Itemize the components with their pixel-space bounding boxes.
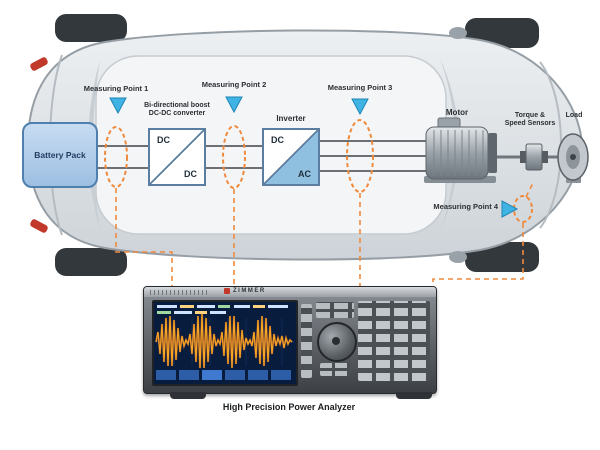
inverter-title: Inverter bbox=[276, 114, 306, 123]
dcdc-converter-box: DC DC bbox=[148, 128, 206, 186]
torque-speed-sensors-label: Torque & Speed Sensors bbox=[498, 112, 562, 128]
measuring-ellipse-4 bbox=[513, 195, 533, 223]
analyzer-foot-right bbox=[396, 392, 432, 399]
dcdc-converter-title: Bi-directional boost DC-DC converter bbox=[122, 102, 232, 118]
taillight-top bbox=[30, 57, 48, 71]
analyzer-screen bbox=[152, 300, 298, 386]
analyzer-keypad bbox=[358, 301, 430, 381]
screen-graphics bbox=[154, 302, 296, 384]
screen-menu-bar bbox=[156, 370, 291, 380]
analyzer-foot-left bbox=[170, 392, 206, 399]
analyzer-caption: High Precision Power Analyzer bbox=[222, 402, 356, 412]
measuring-ellipse-1 bbox=[104, 126, 128, 188]
dcdc-title-line1: Bi-directional boost bbox=[144, 102, 210, 109]
screen-status-rows bbox=[157, 305, 288, 314]
load-graphic bbox=[557, 133, 589, 183]
marker-triangle-3 bbox=[351, 98, 369, 116]
dashed-connector-1 bbox=[115, 188, 173, 287]
soft-key-column bbox=[301, 304, 312, 378]
analyzer-brand-text: ZIMMER bbox=[233, 288, 266, 294]
taillight-bottom bbox=[30, 219, 48, 233]
cursor-buttons bbox=[320, 363, 350, 376]
battery-pack-box: Battery Pack bbox=[22, 122, 98, 188]
sensors-line2: Speed Sensors bbox=[504, 120, 556, 128]
inverter-top-label: DC bbox=[271, 135, 284, 145]
measuring-point-1-label: Measuring Point 1 bbox=[83, 84, 149, 93]
measuring-ellipse-3 bbox=[346, 119, 374, 193]
load-label: Load bbox=[565, 112, 583, 119]
dashed-connector-4 bbox=[432, 223, 524, 287]
analyzer-vents bbox=[150, 290, 208, 295]
measuring-point-3-label: Measuring Point 3 bbox=[327, 83, 393, 92]
marker-triangle-4 bbox=[501, 200, 519, 218]
side-mirror-bottom bbox=[449, 251, 467, 263]
battery-pack-label: Battery Pack bbox=[34, 150, 86, 160]
zimmer-logo bbox=[224, 288, 230, 294]
sensors-line1: Torque & bbox=[514, 112, 546, 119]
analyzer-top-strip bbox=[144, 287, 436, 297]
marker-triangle-1 bbox=[109, 97, 127, 115]
dcdc-title-line2: DC-DC converter bbox=[148, 110, 206, 118]
waveform-trace bbox=[155, 313, 293, 369]
motor-label: Motor bbox=[445, 108, 469, 117]
marker-triangle-2 bbox=[225, 96, 243, 114]
inverter-box: DC AC bbox=[262, 128, 320, 186]
motor-graphic bbox=[424, 117, 497, 183]
measuring-point-2-label: Measuring Point 2 bbox=[201, 80, 267, 89]
dashed-connector-4-sensor bbox=[525, 182, 534, 198]
analyzer-brand: ZIMMER bbox=[224, 288, 266, 294]
function-buttons bbox=[316, 302, 354, 318]
measuring-ellipse-2 bbox=[222, 125, 246, 189]
dcdc-bottom-label: DC bbox=[184, 169, 197, 179]
torque-speed-sensor-graphic bbox=[520, 143, 548, 171]
power-analyzer: ZIMMER bbox=[143, 286, 437, 394]
side-mirror-top bbox=[449, 27, 467, 39]
measuring-point-4-label: Measuring Point 4 bbox=[433, 202, 498, 211]
inverter-bottom-label: AC bbox=[298, 169, 311, 179]
dcdc-top-label: DC bbox=[157, 135, 170, 145]
windshield bbox=[440, 58, 459, 232]
rotary-knob bbox=[317, 322, 357, 362]
